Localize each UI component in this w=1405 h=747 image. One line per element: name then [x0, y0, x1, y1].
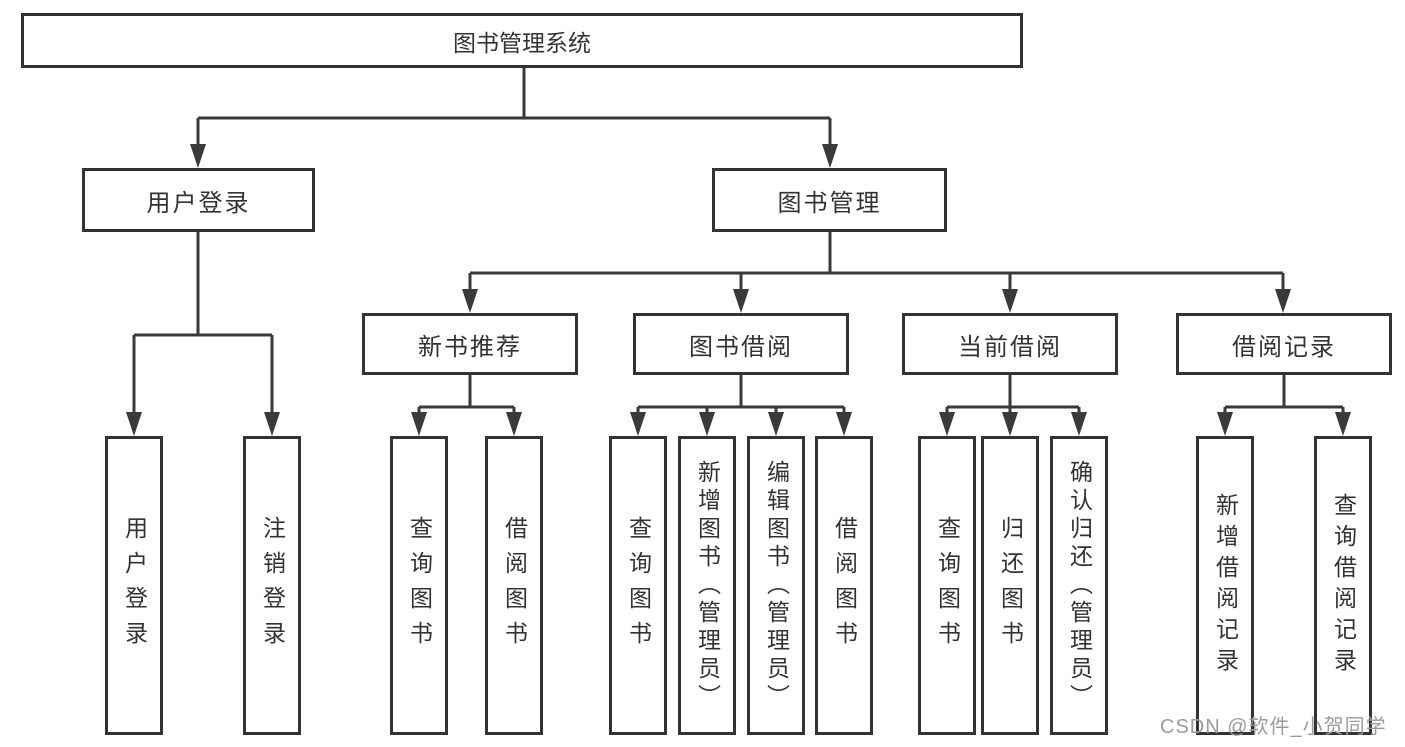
edge-new-book-recommend-to-leaves	[411, 375, 522, 436]
leaf-query-books-borrowing: 查询图书	[609, 436, 667, 735]
edge-borrowing-records-to-leaves	[1217, 375, 1351, 436]
leaf-query-books-recommend: 查询图书	[390, 436, 448, 735]
node-borrowing-records: 借阅记录	[1176, 313, 1392, 375]
leaf-add-borrow-record-label: 新增借阅记录	[1212, 492, 1239, 679]
leaf-logout-label: 注销登录	[259, 515, 286, 656]
leaf-query-books-current: 查询图书	[918, 436, 976, 735]
leaf-query-borrow-record-label: 查询借阅记录	[1330, 492, 1357, 679]
node-library-system: 图书管理系统	[21, 13, 1023, 68]
leaf-edit-books-admin-label: 编辑图书（管理员）	[763, 459, 790, 712]
leaf-query-books-recommend-label: 查询图书	[406, 515, 433, 656]
edge-book-borrowing-to-leaves	[630, 375, 852, 436]
leaf-query-books-current-label: 查询图书	[934, 515, 961, 656]
node-user-login: 用户登录	[82, 168, 315, 232]
edge-user-login-to-leaves	[126, 232, 280, 436]
leaf-edit-books-admin: 编辑图书（管理员）	[747, 436, 805, 735]
leaf-user-login: 用户登录	[105, 436, 163, 735]
leaf-borrow-books-label: 借阅图书	[831, 515, 858, 656]
leaf-add-books-admin-label: 新增图书（管理员）	[694, 459, 721, 712]
node-book-borrowing: 图书借阅	[633, 313, 849, 375]
leaf-query-books-borrowing-label: 查询图书	[625, 515, 652, 656]
node-new-book-recommend: 新书推荐	[362, 313, 578, 375]
edge-current-borrowing-to-leaves	[939, 375, 1087, 436]
node-book-management: 图书管理	[712, 168, 947, 232]
leaf-borrow-books: 借阅图书	[815, 436, 873, 735]
leaf-borrow-books-recommend-label: 借阅图书	[501, 515, 528, 656]
csdn-watermark: CSDN @软件_小贺同学	[1160, 716, 1387, 738]
leaf-query-borrow-record: 查询借阅记录	[1314, 436, 1372, 735]
leaf-confirm-return-admin-label: 确认归还（管理员）	[1066, 459, 1093, 712]
edge-book-management-to-level3	[462, 232, 1291, 313]
leaf-confirm-return-admin: 确认归还（管理员）	[1050, 436, 1108, 735]
node-current-borrowing: 当前借阅	[902, 313, 1118, 375]
edge-root-to-level2	[190, 68, 838, 168]
leaf-logout: 注销登录	[243, 436, 301, 735]
leaf-borrow-books-recommend: 借阅图书	[485, 436, 543, 735]
leaf-add-books-admin: 新增图书（管理员）	[678, 436, 736, 735]
leaf-return-books: 归还图书	[981, 436, 1039, 735]
leaf-add-borrow-record: 新增借阅记录	[1196, 436, 1254, 735]
leaf-return-books-label: 归还图书	[997, 515, 1024, 656]
leaf-user-login-label: 用户登录	[121, 515, 148, 656]
